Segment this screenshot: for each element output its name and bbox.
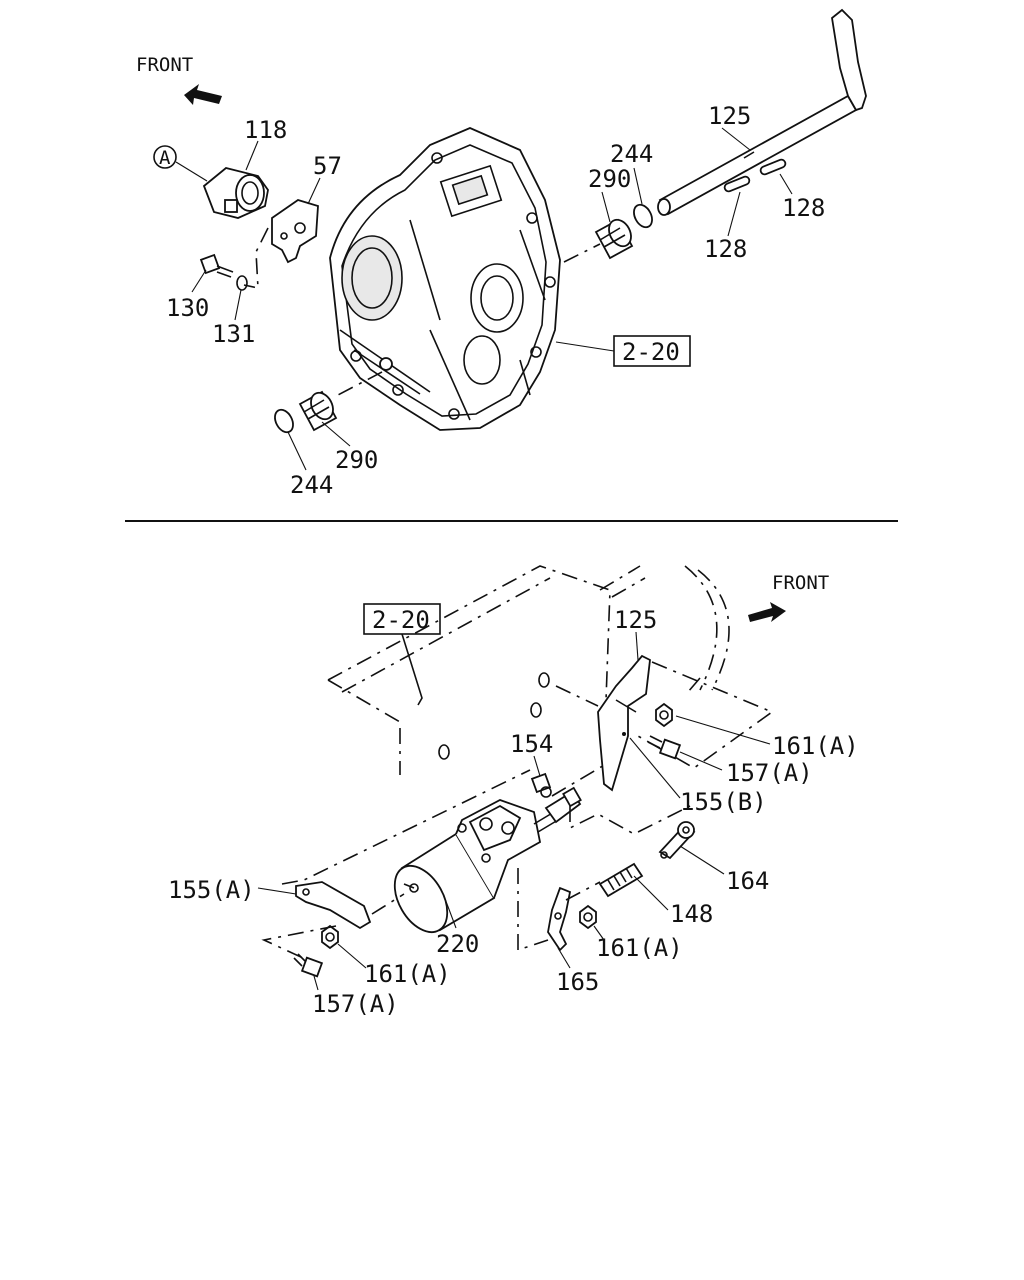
label-165: 165 (556, 968, 599, 996)
key-128b (759, 158, 787, 176)
label-130: 130 (166, 294, 209, 322)
label-161a-upper: 161(A) (772, 732, 859, 760)
bracket-165 (547, 886, 572, 952)
ref-box-bottom-label: 2-20 (372, 606, 430, 634)
label-244-top: 244 (610, 140, 653, 168)
fitting-154 (530, 772, 552, 798)
clutch-housing (329, 127, 561, 431)
washer-131 (236, 275, 248, 291)
label-118: 118 (244, 116, 287, 144)
needle-bearing-290-lower (298, 390, 338, 432)
key-128a (723, 175, 751, 193)
label-220: 220 (436, 930, 479, 958)
label-161a-lower: 161(A) (364, 960, 451, 988)
nut-161a-middle (579, 904, 597, 930)
label-154: 154 (510, 730, 553, 758)
label-128a: 128 (704, 235, 747, 263)
slave-cylinder-220 (393, 786, 582, 933)
ref-box-top-label: 2-20 (622, 338, 680, 366)
bolt-157a-upper (647, 735, 682, 760)
label-244-lower: 244 (290, 471, 333, 499)
circle-a-icon (153, 145, 177, 169)
threaded-rod-148 (598, 862, 644, 898)
fork-57 (271, 199, 319, 264)
release-bearing-118 (202, 167, 269, 219)
lever-125-bottom (597, 654, 651, 792)
nut-161a-upper (655, 702, 673, 728)
clevis-164 (658, 821, 696, 860)
label-125-top: 125 (708, 102, 751, 130)
needle-bearing-290-upper (594, 218, 634, 260)
front-arrow-icon (748, 602, 786, 622)
label-161a-middle: 161(A) (596, 934, 683, 962)
label-164: 164 (726, 867, 769, 895)
label-157a-lower: 157(A) (312, 990, 399, 1018)
label-155b: 155(B) (680, 788, 767, 816)
circle-a-label: A (159, 147, 171, 169)
seal-244-lower (274, 408, 294, 434)
label-57: 57 (313, 152, 342, 180)
label-290-lower: 290 (335, 446, 378, 474)
nut-161a-lower (321, 924, 339, 950)
bolt-157a-lower (293, 953, 324, 978)
label-148: 148 (670, 900, 713, 928)
cross-shaft-125 (657, 8, 867, 216)
label-131: 131 (212, 320, 255, 348)
bottom-view: FRONT 2-20 125 (168, 565, 859, 1018)
label-128b: 128 (782, 194, 825, 222)
top-view: FRONT A 118 57 (136, 8, 867, 499)
label-290-top: 290 (588, 165, 631, 193)
label-125-bottom: 125 (614, 606, 657, 634)
bolt-130 (199, 253, 234, 278)
seal-244-upper (633, 203, 653, 229)
label-155a: 155(A) (168, 876, 255, 904)
front-label-top: FRONT (136, 54, 193, 76)
front-label-bottom: FRONT (772, 572, 829, 594)
label-157a-upper: 157(A) (726, 759, 813, 787)
front-arrow-icon (184, 84, 222, 105)
bracket-155a (295, 881, 372, 930)
